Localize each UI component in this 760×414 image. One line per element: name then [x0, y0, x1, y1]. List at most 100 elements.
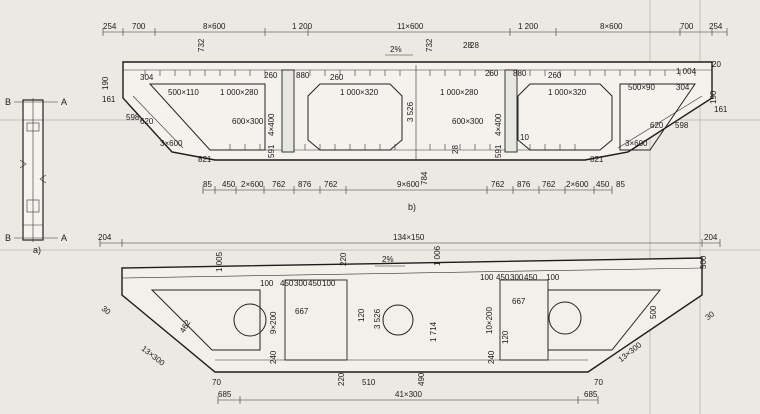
top-inner-2: 28 — [463, 41, 472, 50]
top-inner-17: 598 — [126, 113, 140, 122]
lower-hole-left — [233, 303, 267, 337]
girder-section-b: 254 700 8×600 1 200 11×600 1 200 8×600 7… — [101, 22, 728, 212]
girder-section-lower: 204 134×150 204 2% 1 005 220 1 006 500 1… — [98, 233, 721, 404]
opening-2: 1 000×320 — [340, 88, 379, 97]
lower-label-15: 9×200 — [269, 311, 278, 334]
opening-14: 28 — [470, 41, 479, 50]
lower-label-20: 667 — [512, 297, 526, 306]
lower-overall-2: 204 — [704, 233, 718, 242]
lower-label-25: 220 — [337, 372, 346, 386]
top-inner-14: 304 — [676, 83, 690, 92]
top-dim-4: 11×600 — [397, 22, 424, 31]
lower-label-24: 240 — [487, 350, 496, 364]
lower-label-34: 70 — [594, 378, 603, 387]
opening-centre-left — [307, 83, 403, 151]
lower-label-26: 510 — [362, 378, 376, 387]
opening-right — [619, 83, 696, 151]
top-dim-1: 700 — [132, 22, 146, 31]
bottom-dim-5: 762 — [324, 180, 338, 189]
lower-label-5: 100 — [260, 279, 274, 288]
bottom-dim-11: 450 — [596, 180, 610, 189]
top-inner-12: 20 — [712, 60, 721, 69]
lower-label-10: 100 — [480, 273, 494, 282]
section-mark-a-bottom: A — [61, 233, 67, 243]
upper-outline — [122, 61, 713, 161]
lower-hole-centre — [382, 304, 414, 336]
section-mark-b-bottom: B — [5, 233, 11, 243]
top-dim-3: 1 200 — [292, 22, 313, 31]
bottom-dim-10: 2×600 — [566, 180, 589, 189]
lower-label-19: 10×200 — [485, 307, 494, 334]
lower-label-14: 100 — [546, 273, 560, 282]
bottom-dim-2: 2×600 — [241, 180, 264, 189]
top-inner-18: 620 — [140, 117, 154, 126]
opening-3: 1 000×280 — [440, 88, 479, 97]
lower-label-9: 100 — [322, 279, 336, 288]
opening-6: 600×300 — [232, 117, 264, 126]
lower-label-23: 240 — [269, 350, 278, 364]
opening-left — [148, 83, 266, 151]
opening-4: 1 000×320 — [548, 88, 587, 97]
top-slope: 2% — [390, 45, 402, 54]
lower-label-18: 3 526 — [373, 308, 382, 329]
lower-label-7: 300 — [294, 279, 308, 288]
bottom-dim-4: 876 — [298, 180, 312, 189]
lower-label-6: 450 — [280, 279, 294, 288]
top-inner-8: 260 — [485, 69, 499, 78]
bottom-dim-1: 450 — [222, 180, 236, 189]
lower-label-17: 120 — [357, 308, 366, 322]
lower-diaphragm-left — [284, 279, 348, 361]
top-inner-6: 880 — [296, 71, 310, 80]
top-inner-0: 732 — [197, 38, 206, 52]
opening-15: 10 — [520, 133, 529, 142]
top-inner-20: 620 — [650, 121, 664, 130]
top-inner-4: 304 — [140, 73, 154, 82]
top-stiffener-row — [144, 70, 696, 76]
bottom-dim-6: 9×600 — [397, 180, 420, 189]
bottom-stiffener-row — [229, 144, 576, 150]
opening-7: 600×300 — [452, 117, 484, 126]
top-dim-0: 254 — [103, 22, 117, 31]
section-mark-a-top: A — [61, 97, 67, 107]
bottom-dim-13: 784 — [420, 171, 429, 185]
opening-12: 591 — [494, 144, 503, 158]
lower-label-0: 2% — [382, 255, 394, 264]
diaphragm-right — [504, 69, 518, 153]
figure-label-b: b) — [408, 202, 416, 212]
lower-overall-1: 134×150 — [393, 233, 425, 242]
figure-label-a: a) — [33, 245, 41, 255]
top-inner-22: 3×600 — [625, 139, 648, 148]
lower-label-35: 685 — [218, 390, 232, 399]
side-view-a: B A B A a) — [5, 97, 67, 255]
top-inner-13: 190 — [709, 90, 718, 104]
lower-label-16: 667 — [295, 307, 309, 316]
bottom-dim-3: 762 — [272, 180, 286, 189]
top-inner-23: 821 — [198, 155, 212, 164]
top-inner-15: 161 — [102, 95, 116, 104]
lower-label-36: 41×300 — [395, 390, 422, 399]
lower-hole-right — [548, 301, 582, 335]
top-inner-11: 1 004 — [676, 67, 697, 76]
lower-label-27: 490 — [417, 372, 426, 386]
diaphragm-left — [281, 69, 295, 153]
top-inner-21: 3×600 — [160, 139, 183, 148]
lower-opening-left — [150, 289, 261, 351]
top-dim-5: 1 200 — [518, 22, 539, 31]
lower-opening-right — [547, 289, 662, 351]
top-inner-10: 260 — [548, 71, 562, 80]
opening-1: 1 000×280 — [220, 88, 259, 97]
bottom-dim-7: 762 — [491, 180, 505, 189]
top-dim-2: 8×600 — [203, 22, 226, 31]
lower-label-2: 220 — [339, 252, 348, 266]
top-inner-16: 161 — [714, 105, 728, 114]
opening-0: 500×110 — [168, 88, 199, 97]
top-dim-7: 700 — [680, 22, 694, 31]
lower-label-11: 450 — [496, 273, 510, 282]
opening-11: 591 — [267, 144, 276, 158]
opening-8: 4×400 — [267, 113, 276, 136]
lower-label-3: 1 006 — [433, 245, 442, 266]
top-inner-5: 260 — [264, 71, 278, 80]
lower-label-37: 685 — [584, 390, 598, 399]
top-inner-3: 190 — [101, 76, 110, 90]
opening-10: 3 526 — [406, 101, 415, 122]
